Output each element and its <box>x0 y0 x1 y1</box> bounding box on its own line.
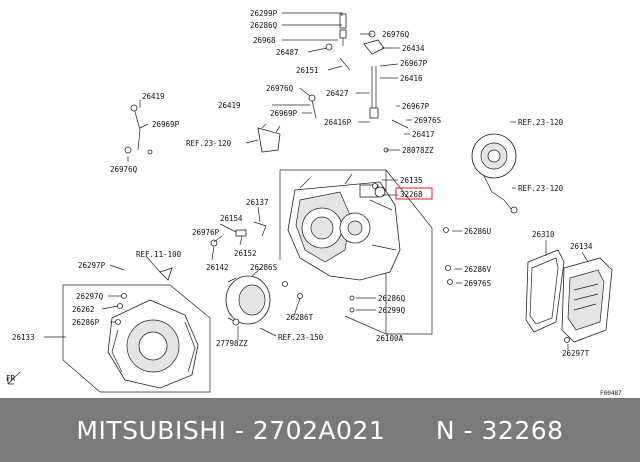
label-26135: 26135 <box>400 176 423 185</box>
label-26151: 26151 <box>296 66 319 75</box>
label-26487: 26487 <box>276 48 299 57</box>
label-27798ZZ: 27798ZZ <box>216 339 248 348</box>
label-26976S-b: 26976S <box>464 279 492 288</box>
label-26299P: 26299P <box>250 9 278 18</box>
label-26968: 26968 <box>253 36 276 45</box>
transaxle-case-drawing <box>287 173 401 281</box>
pan-gasket-drawing <box>525 249 565 333</box>
oil-pan-drawing <box>561 257 613 343</box>
part-number-footer: MITSUBISHI - 2702A021 N - 32268 <box>0 398 640 462</box>
side-cover-drawing <box>471 133 518 214</box>
part-labels: 26299P 26286Q 26968 26487 26976Q 26434 2… <box>6 9 622 397</box>
cover-frame <box>62 284 211 393</box>
shift-linkage-drawing <box>308 13 409 129</box>
label-26417: 26417 <box>412 130 435 139</box>
label-26969P-b: 26969P <box>270 109 298 118</box>
label-26299Q: 26299Q <box>378 306 406 315</box>
label-26286U: 26286U <box>464 227 491 236</box>
label-26286Q-b: 26286Q <box>378 294 406 303</box>
label-26419-a: 26419 <box>142 92 165 101</box>
bracket-drawing <box>257 123 281 153</box>
converter-housing-drawing <box>107 299 199 389</box>
front-label: FR <box>6 374 16 383</box>
label-26434: 26434 <box>402 44 425 53</box>
label-26969P-a: 26969P <box>152 120 180 129</box>
label-26976Q-mid: 26976Q <box>266 84 294 93</box>
label-26286S: 26286S <box>250 263 278 272</box>
label-26100A: 26100A <box>376 334 404 343</box>
ref-23-120-b: REF.23-120 <box>518 118 564 127</box>
label-26134: 26134 <box>570 242 593 251</box>
ref-11-100: REF.11-100 <box>136 250 182 259</box>
label-26286V: 26286V <box>464 265 492 274</box>
label-26142: 26142 <box>206 263 229 272</box>
front-arrow-icon <box>7 371 21 385</box>
diagram-code: F00487 <box>600 390 622 397</box>
label-26286Q: 26286Q <box>250 21 278 30</box>
label-26297P: 26297P <box>78 261 106 270</box>
label-26427: 26427 <box>326 89 349 98</box>
label-26297T: 26297T <box>562 349 590 358</box>
label-26310: 26310 <box>532 230 555 239</box>
label-26286P: 26286P <box>72 318 100 327</box>
label-26976S-a: 26976S <box>414 116 442 125</box>
label-26137: 26137 <box>246 198 269 207</box>
footer-text: MITSUBISHI - 2702A021 N - 32268 <box>76 415 564 445</box>
ref-23-120-a: REF.23-120 <box>186 139 232 148</box>
label-28078ZZ: 28078ZZ <box>402 146 434 155</box>
label-26976Q-left: 26976Q <box>110 165 138 174</box>
label-26152: 26152 <box>234 249 257 258</box>
ref-23-120-c: REF.23-120 <box>518 184 564 193</box>
filler-tube-drawing <box>124 104 153 155</box>
label-32268-highlighted: 32268 <box>400 190 423 199</box>
ref-23-150: REF.23-150 <box>278 333 324 342</box>
exploded-parts-diagram: 26299P 26286Q 26968 26487 26976Q 26434 2… <box>6 9 622 397</box>
label-26416P: 26416P <box>324 118 352 127</box>
label-26976P: 26976P <box>192 228 220 237</box>
label-26154: 26154 <box>220 214 243 223</box>
label-26967P-b: 26967P <box>402 102 430 111</box>
label-26976Q-top: 26976Q <box>382 30 410 39</box>
label-26262: 26262 <box>72 305 95 314</box>
label-26967P-a: 26967P <box>400 59 428 68</box>
highlight-box <box>395 187 433 200</box>
label-26416: 26416 <box>400 74 423 83</box>
leader-lines <box>44 12 589 350</box>
label-26419-b: 26419 <box>218 101 241 110</box>
label-26286T: 26286T <box>286 313 314 322</box>
oil-pump-drawing <box>225 275 271 325</box>
label-26297Q: 26297Q <box>76 292 104 301</box>
label-26133: 26133 <box>12 333 35 342</box>
